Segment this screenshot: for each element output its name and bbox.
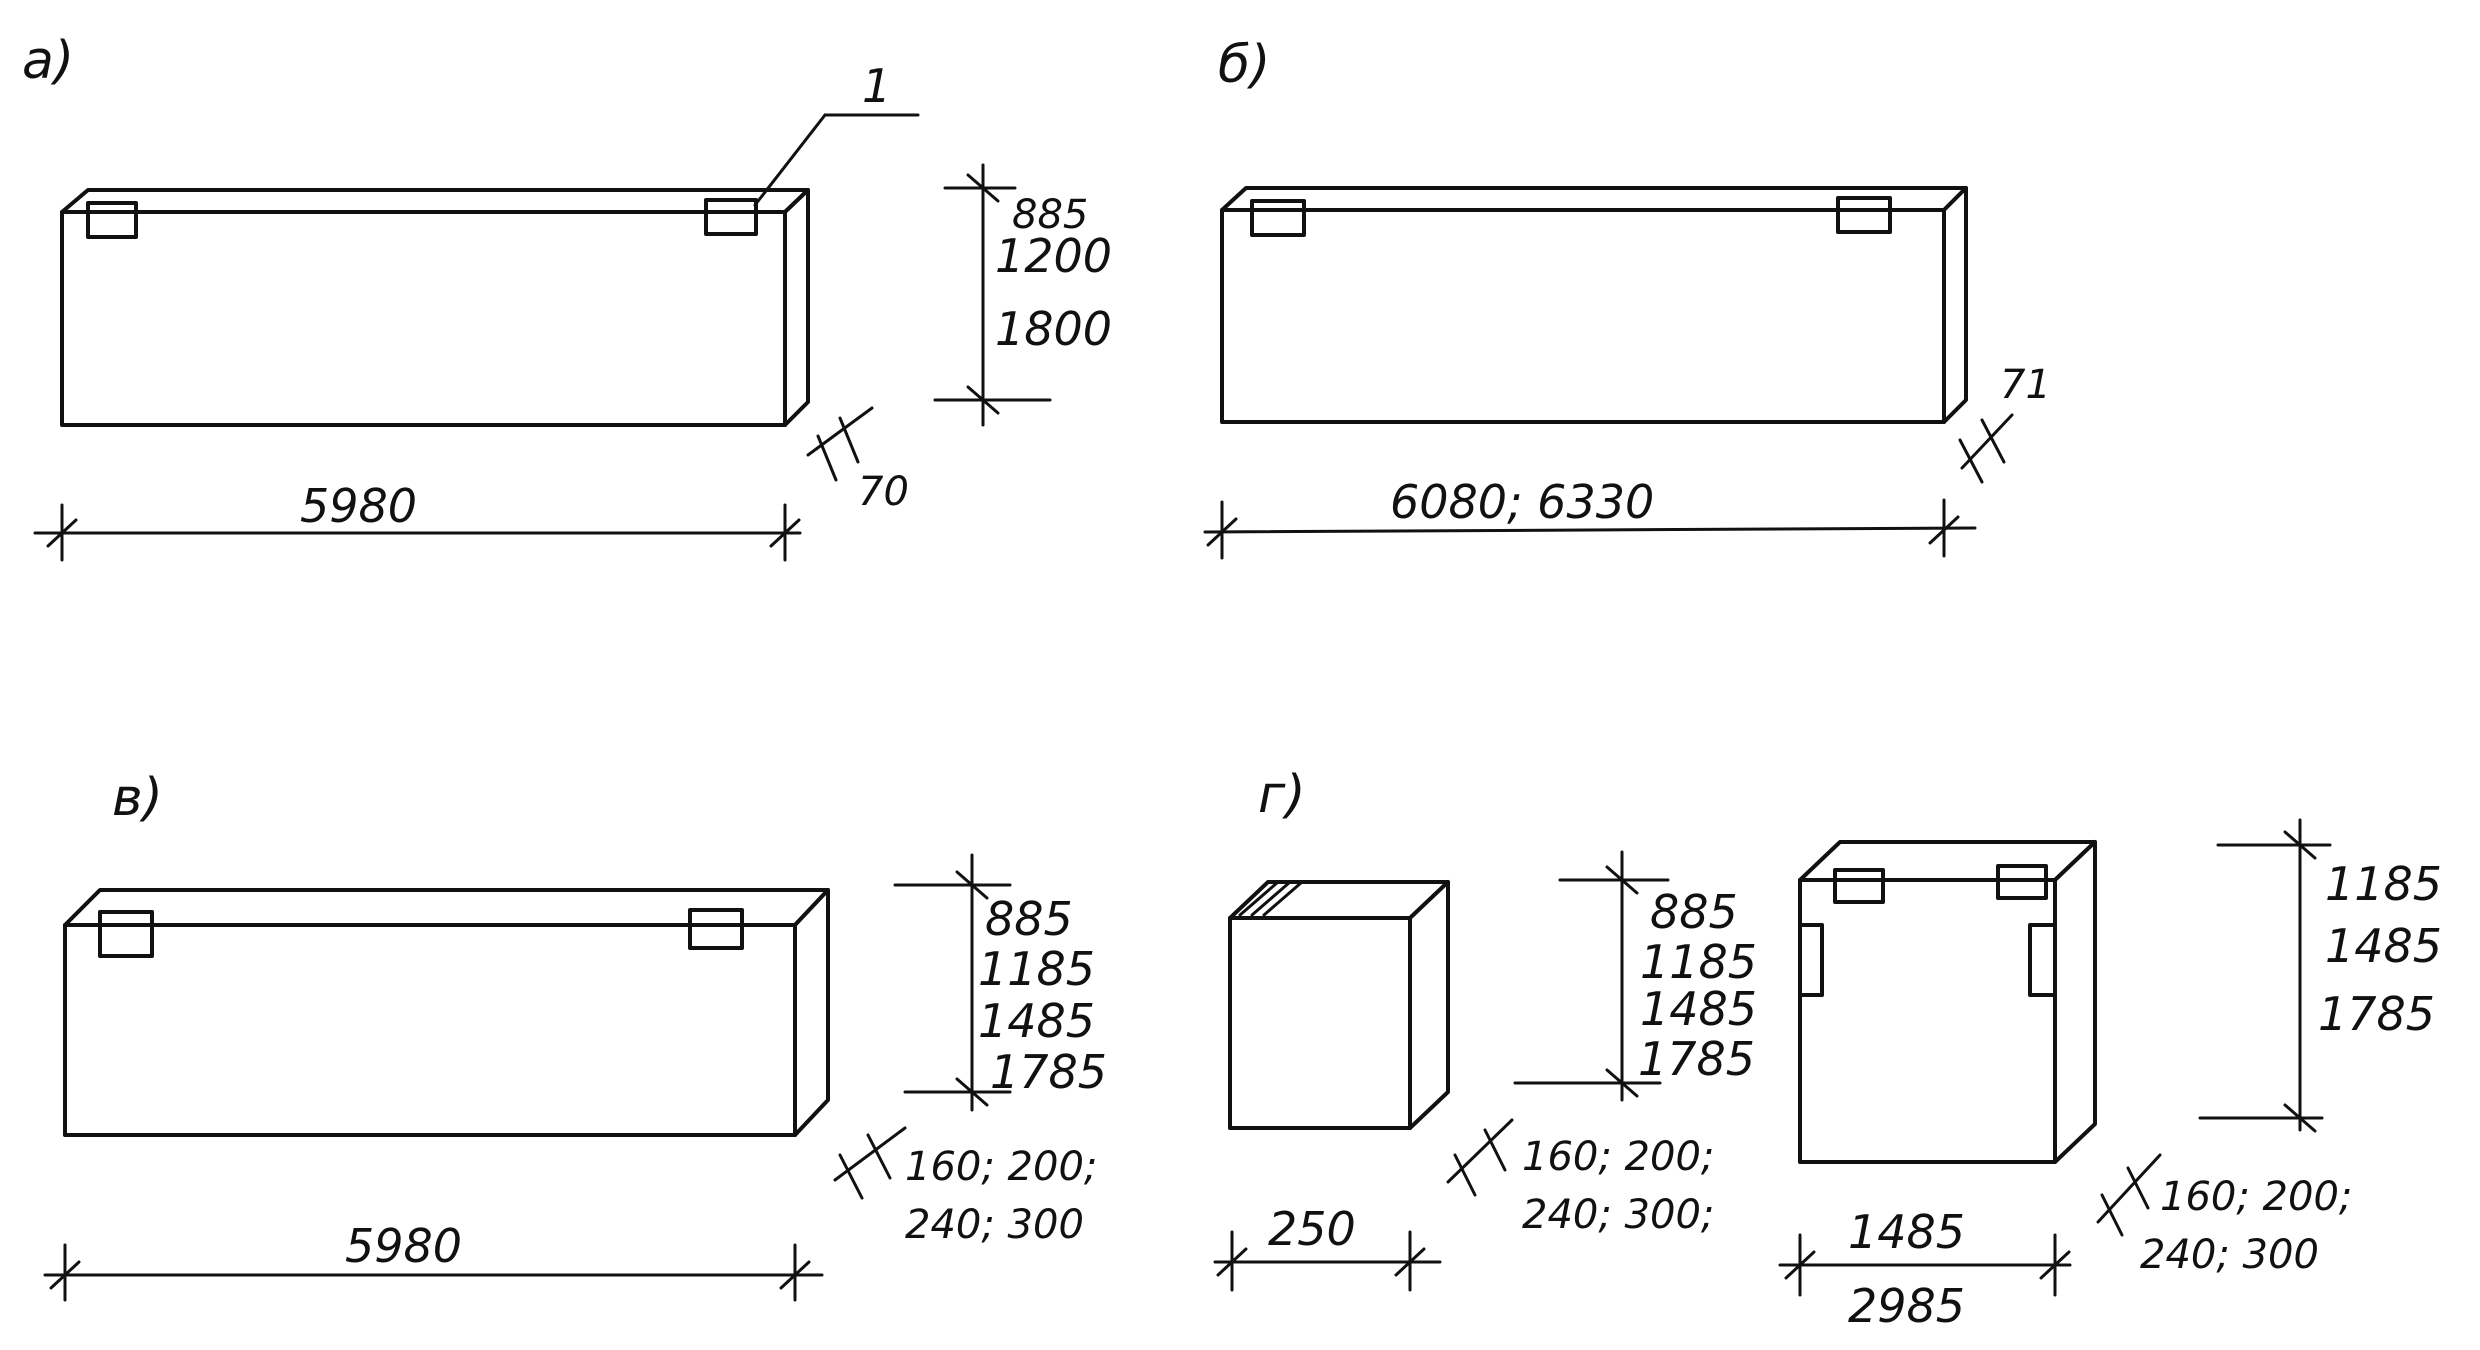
block-1-thickness-dimension: 160; 200; 240; 300; [1446,1118,1714,1238]
panel-v-label: в) [112,768,163,828]
panel-v-block [63,888,830,1137]
thickness-value: 71 [2000,362,2051,408]
block-1-height-dimension: 885 1185 1485 1785 [1513,850,1757,1102]
thickness-value: 240; 300; [1522,1192,1714,1238]
block-1-front-face [1228,916,1412,1130]
lifting-loop-icon [86,201,138,239]
length-value: 5980 [345,1219,462,1273]
height-value: 885 [1650,885,1738,939]
panel-a: а) 1 885 1200 1800 70 [22,31,1112,562]
thickness-value: 160; 200; [905,1144,1097,1190]
lifting-loop-icon [1250,199,1306,237]
panel-a-side-face [783,188,810,427]
panel-v-front-face [63,923,797,1137]
panel-v-length-dimension: 5980 [43,1219,824,1302]
panel-b-thickness-dimension: 71 [1958,362,2051,484]
panel-v: в) 885 1185 1485 1785 160; 200; 240; 300 [43,768,1107,1302]
height-value: 1185 [978,942,1095,996]
lifting-loop-icon [704,198,758,236]
height-value: 1185 [1640,935,1757,989]
panel-a-label: а) [22,31,74,91]
block-2-front-face [1798,878,2057,1164]
panel-v-side-face [793,888,830,1137]
panel-b: б) 71 6080; 6330 [1203,35,2051,560]
block-2-width-dimension: 1485 2985 [1778,1205,2072,1333]
lifting-loop-icon [688,908,744,950]
panel-a-front-face [60,210,787,427]
lifting-loop-icon [1833,868,1885,904]
panel-a-length-dimension: 5980 [33,479,802,562]
thickness-value: 240; 300 [2140,1232,2319,1278]
panel-v-top-face [63,888,830,927]
side-loop-icon [1798,923,1824,997]
block-1-side-face [1408,880,1450,1130]
panel-a-top-face [60,188,810,214]
lifting-loop-icon [1836,196,1892,234]
panel-g: г) 885 1185 1485 1785 [1213,765,2442,1333]
panel-g-block-1: 885 1185 1485 1785 160; 200; 240; 300; 2… [1213,850,1757,1292]
height-value: 1485 [1640,982,1757,1036]
width-value: 1485 [1848,1205,1965,1259]
block-1-width-dimension: 250 [1213,1202,1442,1292]
thickness-value: 240; 300 [905,1202,1084,1248]
width-value: 250 [1268,1202,1356,1256]
thickness-value: 160; 200; [1522,1134,1714,1180]
callout-number: 1 [862,59,891,113]
height-value: 1485 [2325,919,2442,973]
height-value: 1785 [2318,987,2435,1041]
width-value: 2985 [1848,1279,1965,1333]
panel-g-label: г) [1258,765,1306,825]
height-value: 1800 [995,302,1112,356]
height-value: 1785 [1638,1032,1755,1086]
block-2-top-face [1798,840,2097,882]
panel-a-thickness-dimension: 70 [806,406,909,515]
panel-b-length-dimension: 6080; 6330 [1203,475,1977,560]
height-value: 885 [985,892,1073,946]
block-2-thickness-dimension: 160; 200; 240; 300 [2096,1153,2352,1278]
height-value: 885 [1012,192,1088,238]
panel-a-callout: 1 [753,59,920,207]
thickness-value: 70 [858,469,909,515]
length-value: 5980 [300,479,417,533]
panel-v-thickness-dimension: 160; 200; 240; 300 [833,1126,1097,1248]
block-2-height-dimension: 1185 1485 1785 [2198,818,2442,1133]
lifting-loop-icon [1996,864,2048,900]
panel-b-block [1220,186,1968,424]
height-value: 1200 [995,229,1112,283]
thickness-value: 160; 200; [2160,1174,2352,1220]
panel-b-label: б) [1218,35,1270,95]
block-2-side-face [2053,840,2097,1164]
lifting-loop-icon [98,910,154,958]
panel-a-height-dimension: 885 1200 1800 [933,163,1112,427]
height-value: 1785 [990,1045,1107,1099]
length-value: 6080; 6330 [1390,475,1654,529]
panel-v-height-dimension: 885 1185 1485 1785 [893,853,1107,1112]
height-value: 1485 [978,994,1095,1048]
panel-b-side-face [1942,186,1968,424]
panel-g-block-2: 1185 1485 1785 160; 200; 240; 300 1485 2… [1778,818,2442,1333]
side-loop-icon [2028,923,2057,997]
panel-b-front-face [1220,208,1946,424]
height-value: 1185 [2325,857,2442,911]
panel-a-block [60,188,810,427]
